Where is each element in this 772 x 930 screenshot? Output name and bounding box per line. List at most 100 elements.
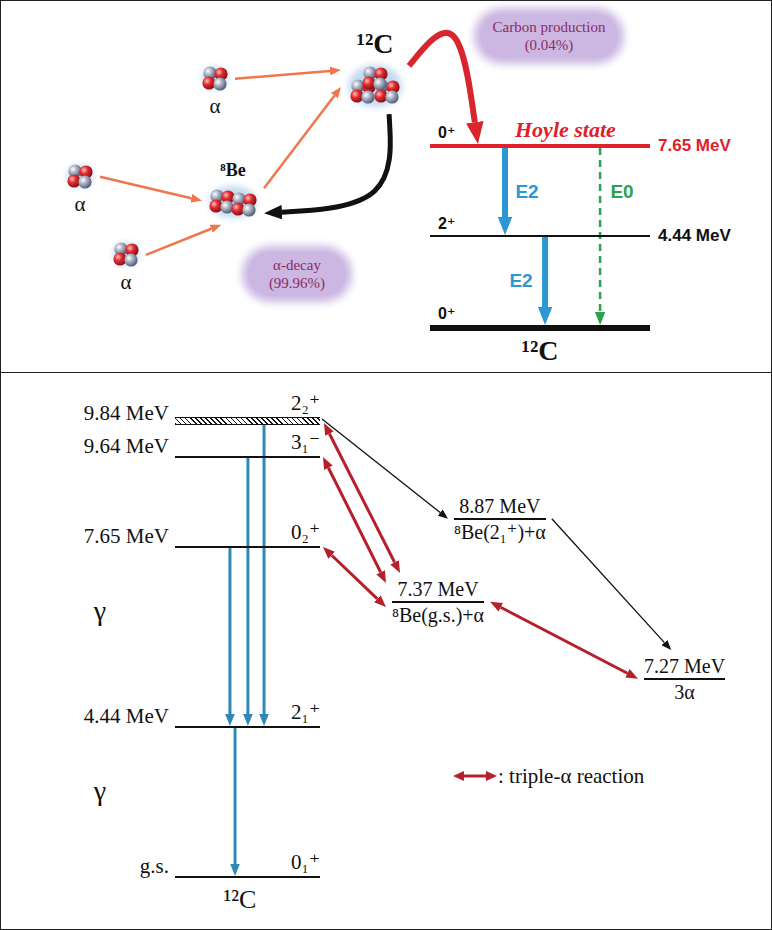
nucleon: [213, 77, 226, 90]
legend-arrowhead: [453, 771, 464, 781]
transition-arrow: [502, 148, 508, 217]
level-energy: 4.44 MeV: [84, 704, 169, 728]
ground-level: 0⁺: [430, 303, 650, 331]
transition-label: E2: [515, 181, 538, 203]
legend-entry: : triple-α reaction: [452, 764, 644, 788]
energy-level: 2⁺4.44 MeV: [430, 211, 650, 237]
threshold-energy: 8.87 MeV: [454, 494, 546, 518]
hatched-level-band: [175, 417, 320, 425]
nucleon: [220, 200, 233, 213]
transition-label: E2: [509, 270, 532, 292]
cluster-glow: [348, 65, 402, 107]
legend-arrowhead: [486, 771, 497, 781]
level-energy: g.s.: [140, 854, 169, 878]
decay-arrow: [322, 419, 440, 513]
production-arrow: [409, 33, 475, 122]
decay-arrow: [282, 114, 390, 212]
transition-label: E0: [610, 181, 633, 203]
state-name: Hoyle state: [515, 117, 616, 142]
spin-parity: 3₁⁻: [291, 430, 320, 454]
level-line: [430, 235, 650, 237]
legend-text: : triple-α reaction: [498, 764, 644, 788]
particle-label: α: [209, 94, 220, 118]
level-energy: 9.64 MeV: [84, 434, 169, 458]
beryllium-nucleus: ⁸Be: [204, 160, 262, 223]
level-line: [430, 325, 650, 331]
spin-parity: 0₁⁺: [291, 850, 320, 874]
carbon-nucleus: ¹²C: [343, 28, 407, 112]
hoyle-level: 0⁺Hoyle state7.65 MeV: [430, 118, 650, 148]
alpha-particle: α: [108, 238, 144, 294]
level-line: [175, 876, 320, 878]
transition-arrow: [542, 237, 548, 307]
nucleus-label: ⁸Be: [220, 160, 245, 181]
level-energy: 7.65 MeV: [658, 136, 731, 156]
nucleon-cluster: [343, 60, 407, 112]
nucleon-cluster: [62, 160, 98, 192]
alpha-particle: α: [197, 62, 233, 118]
level-line: [175, 546, 320, 548]
gamma-label: γ: [94, 596, 106, 627]
level-line: [175, 726, 320, 728]
level-line: [430, 144, 650, 148]
branching-note: α-decay (99.96%): [254, 256, 340, 292]
fusion-arrow: [146, 229, 211, 255]
spin-parity: 0₂⁺: [291, 520, 320, 544]
spin-parity: 0⁺: [438, 305, 455, 323]
nucleon: [78, 175, 91, 188]
spin-parity: 2⁺: [438, 215, 455, 233]
threshold-line: [644, 678, 725, 680]
spin-parity: 0⁺: [438, 124, 455, 142]
energy-level: 7.65 MeV0₂⁺: [175, 518, 320, 548]
threshold-level: 7.27 MeV3α: [640, 652, 729, 706]
nucleon: [373, 78, 386, 91]
level-energy: 7.65 MeV: [84, 524, 169, 548]
fusion-arrow: [100, 177, 191, 198]
gamma-arrow: [234, 728, 237, 864]
spin-parity: 2₂⁺: [291, 391, 320, 415]
nucleon-cluster: [204, 181, 262, 223]
panel-divider: [0, 372, 772, 373]
energy-level: 9.64 MeV3₁⁻: [175, 428, 320, 458]
legend-arrow-sample: [452, 768, 498, 784]
alpha-decay-bubble: α-decay (99.96%): [248, 252, 346, 296]
level-energy: 9.84 MeV: [84, 401, 169, 425]
fusion-arrow: [235, 71, 330, 79]
nucleon: [385, 91, 398, 104]
gamma-arrow: [263, 425, 266, 714]
threshold-channel: 3α: [644, 680, 725, 704]
gamma-arrow: [228, 548, 231, 714]
spin-parity: 2₁⁺: [291, 700, 320, 724]
legend-arrow-shaft: [461, 775, 489, 778]
nucleus-label: ¹²C: [521, 336, 558, 367]
nucleus-label: ¹²C: [224, 886, 257, 915]
carbon-production-bubble: Carbon production (0.04%): [480, 14, 618, 58]
threshold-energy: 7.27 MeV: [644, 654, 725, 678]
threshold-level: 7.37 MeV⁸Be(g.s.)+α: [388, 575, 488, 629]
threshold-energy: 7.37 MeV: [392, 577, 484, 601]
alpha-particle: α: [62, 160, 98, 216]
threshold-level: 8.87 MeV⁸Be(2₁⁺)+α: [450, 492, 550, 546]
triple-alpha-arrow: [501, 607, 628, 673]
nucleon: [242, 203, 255, 216]
particle-label: α: [74, 192, 85, 216]
nucleon-cluster: [197, 62, 233, 94]
level-energy: 4.44 MeV: [658, 226, 731, 246]
triple-alpha-arrow: [332, 555, 378, 599]
gamma-arrow: [246, 458, 249, 714]
nucleus-label: ¹²C: [356, 28, 393, 60]
fusion-arrow: [264, 96, 334, 189]
level-line: [175, 456, 320, 458]
threshold-line: [454, 518, 546, 520]
transition-arrow: [599, 148, 602, 312]
cluster-glow: [209, 186, 257, 218]
threshold-channel: ⁸Be(2₁⁺)+α: [454, 520, 546, 544]
nucleon-cluster: [108, 238, 144, 270]
broad-level: 9.84 MeV2₂⁺: [175, 391, 320, 425]
branching-note: Carbon production (0.04%): [486, 18, 612, 54]
decay-arrow: [552, 519, 665, 643]
